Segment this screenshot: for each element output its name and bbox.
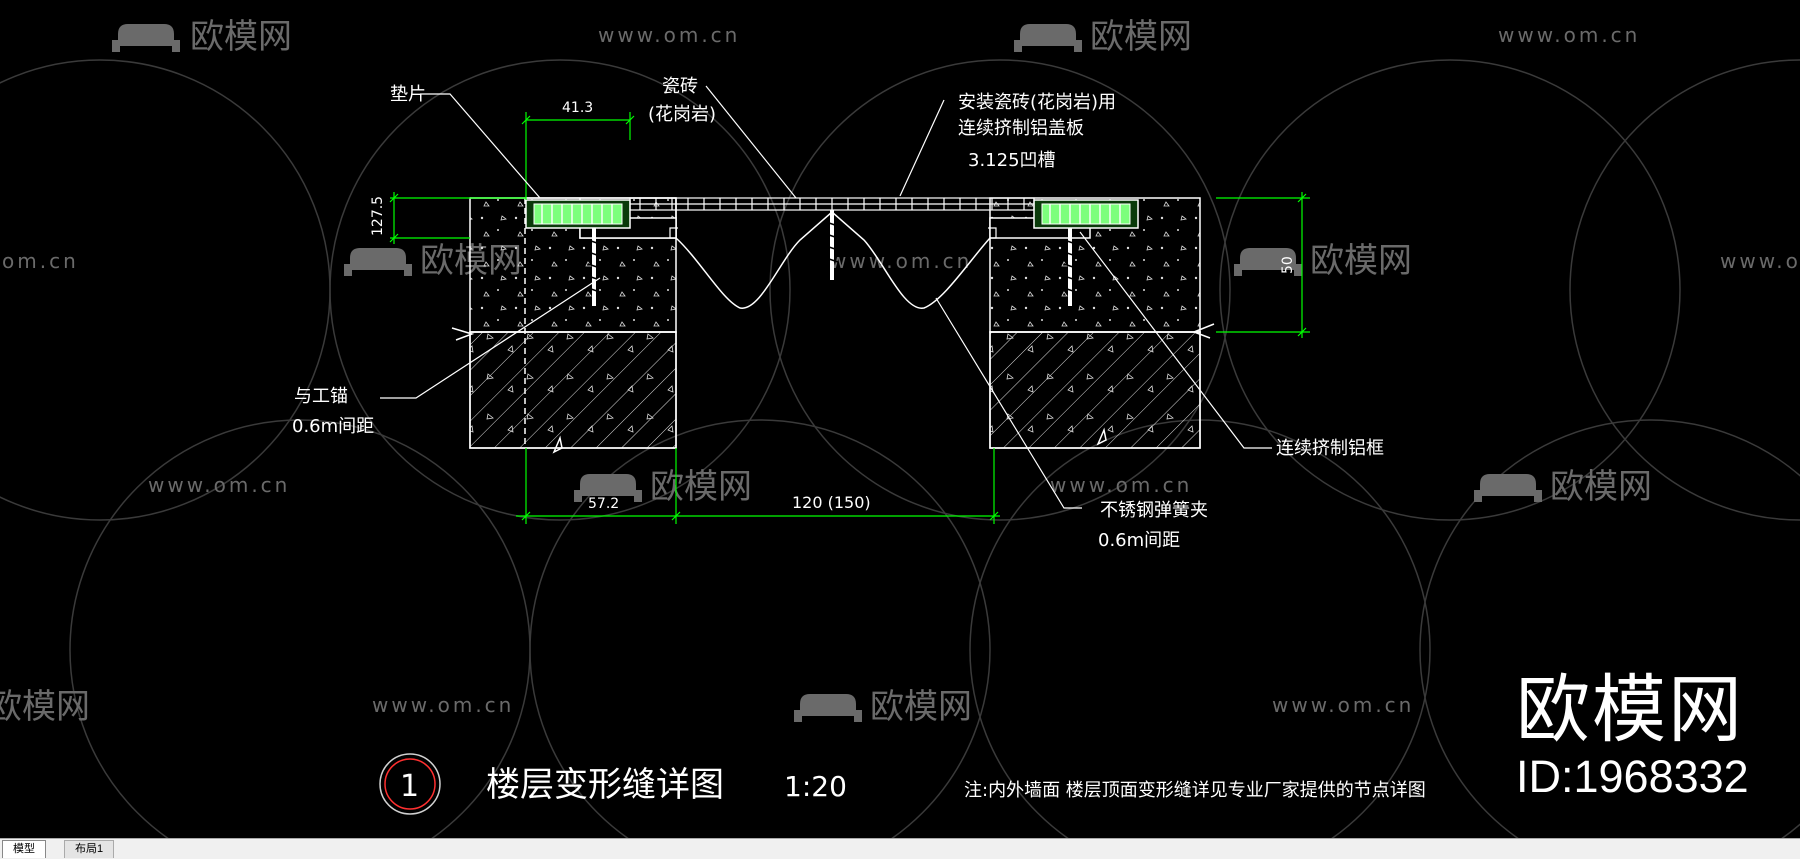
watermark-brand: 欧模网 (0, 687, 90, 727)
svg-text:om.cn: om.cn (2, 249, 79, 273)
label-anchor-2: 0.6m间距 (292, 416, 374, 437)
label-spring-1: 不锈钢弹簧夹 (1100, 500, 1208, 521)
title-number: 1 (400, 769, 419, 804)
svg-text:www.om.cn: www.om.cn (1498, 23, 1640, 47)
left-frame (525, 199, 631, 306)
label-anchor-1: 与工锚 (294, 386, 348, 407)
dim-57-2: 57.2 (588, 496, 619, 512)
svg-text:www.om.cn: www.om.cn (1050, 473, 1192, 497)
watermark-sofa-icons (112, 24, 1542, 722)
svg-text:www.om.cn: www.om.cn (830, 249, 972, 273)
svg-text:www.om.cn: www.om.cn (1272, 693, 1414, 717)
svg-text:www.om.cn: www.om.cn (1720, 249, 1800, 273)
dim-127-5: 127.5 (370, 196, 386, 236)
label-cover-3: 3.125凹槽 (968, 150, 1056, 171)
label-cover-1: 安装瓷砖(花岗岩)用 (958, 92, 1116, 113)
label-shim: 垫片 (390, 84, 426, 105)
watermark-brand: 欧模网 (1090, 17, 1192, 57)
tab-model[interactable]: 模型 (2, 840, 46, 858)
label-tile: 瓷砖 (662, 76, 698, 97)
title-scale: 1:20 (784, 770, 847, 803)
right-frame (1033, 199, 1139, 306)
watermark-texts: 欧模网 欧模网 欧模网 欧模网 欧模网 欧模网 欧模网 欧模网 (0, 17, 1652, 727)
leader-lines (380, 85, 1272, 509)
watermark-urls: www.om.cn www.om.cn om.cn www.om.cn www.… (2, 23, 1800, 717)
watermark-brand-large: 欧模网 (1516, 667, 1744, 753)
svg-text:www.om.cn: www.om.cn (372, 693, 514, 717)
watermark-brand: 欧模网 (190, 17, 292, 57)
note-text: 注:内外墙面 楼层顶面变形缝详见专业厂家提供的节点详图 (964, 780, 1426, 801)
svg-text:www.om.cn: www.om.cn (598, 23, 740, 47)
watermark-brand: 欧模网 (870, 687, 972, 727)
dim-41-3: 41.3 (562, 100, 593, 116)
watermark-brand: 欧模网 (1310, 241, 1412, 281)
layout-tab-bar: 模型 布局1 (0, 838, 1800, 859)
watermark-brand: 欧模网 (1550, 467, 1652, 507)
watermark-id: ID:1968332 (1516, 751, 1749, 802)
label-cover-2: 连续挤制铝盖板 (958, 118, 1084, 139)
title-name: 楼层变形缝详图 (486, 765, 724, 805)
labels: 垫片 瓷砖 (花岗岩) 安装瓷砖(花岗岩)用 连续挤制铝盖板 3.125凹槽 与… (292, 76, 1384, 551)
center-pin (825, 210, 839, 280)
title-block: 1 楼层变形缝详图 1:20 注:内外墙面 楼层顶面变形缝详见专业厂家提供的节点… (379, 753, 1426, 815)
dim-120: 120 (150) (792, 493, 871, 512)
label-frame: 连续挤制铝框 (1276, 438, 1384, 459)
label-tile-sub: (花岗岩) (648, 104, 716, 125)
cad-drawing: 欧模网 欧模网 欧模网 欧模网 欧模网 欧模网 欧模网 欧模网 www.om.c… (0, 17, 1800, 859)
dim-50: 50 (1280, 256, 1296, 274)
tab-layout1[interactable]: 布局1 (64, 840, 115, 858)
label-spring-2: 0.6m间距 (1098, 530, 1180, 551)
watermark-brand: 欧模网 (650, 467, 752, 507)
dimensions (389, 112, 1310, 524)
dimension-texts: 41.3 127.5 50 57.2 120 (150) (370, 100, 1296, 512)
spring-clip (675, 211, 991, 309)
svg-text:www.om.cn: www.om.cn (148, 473, 290, 497)
